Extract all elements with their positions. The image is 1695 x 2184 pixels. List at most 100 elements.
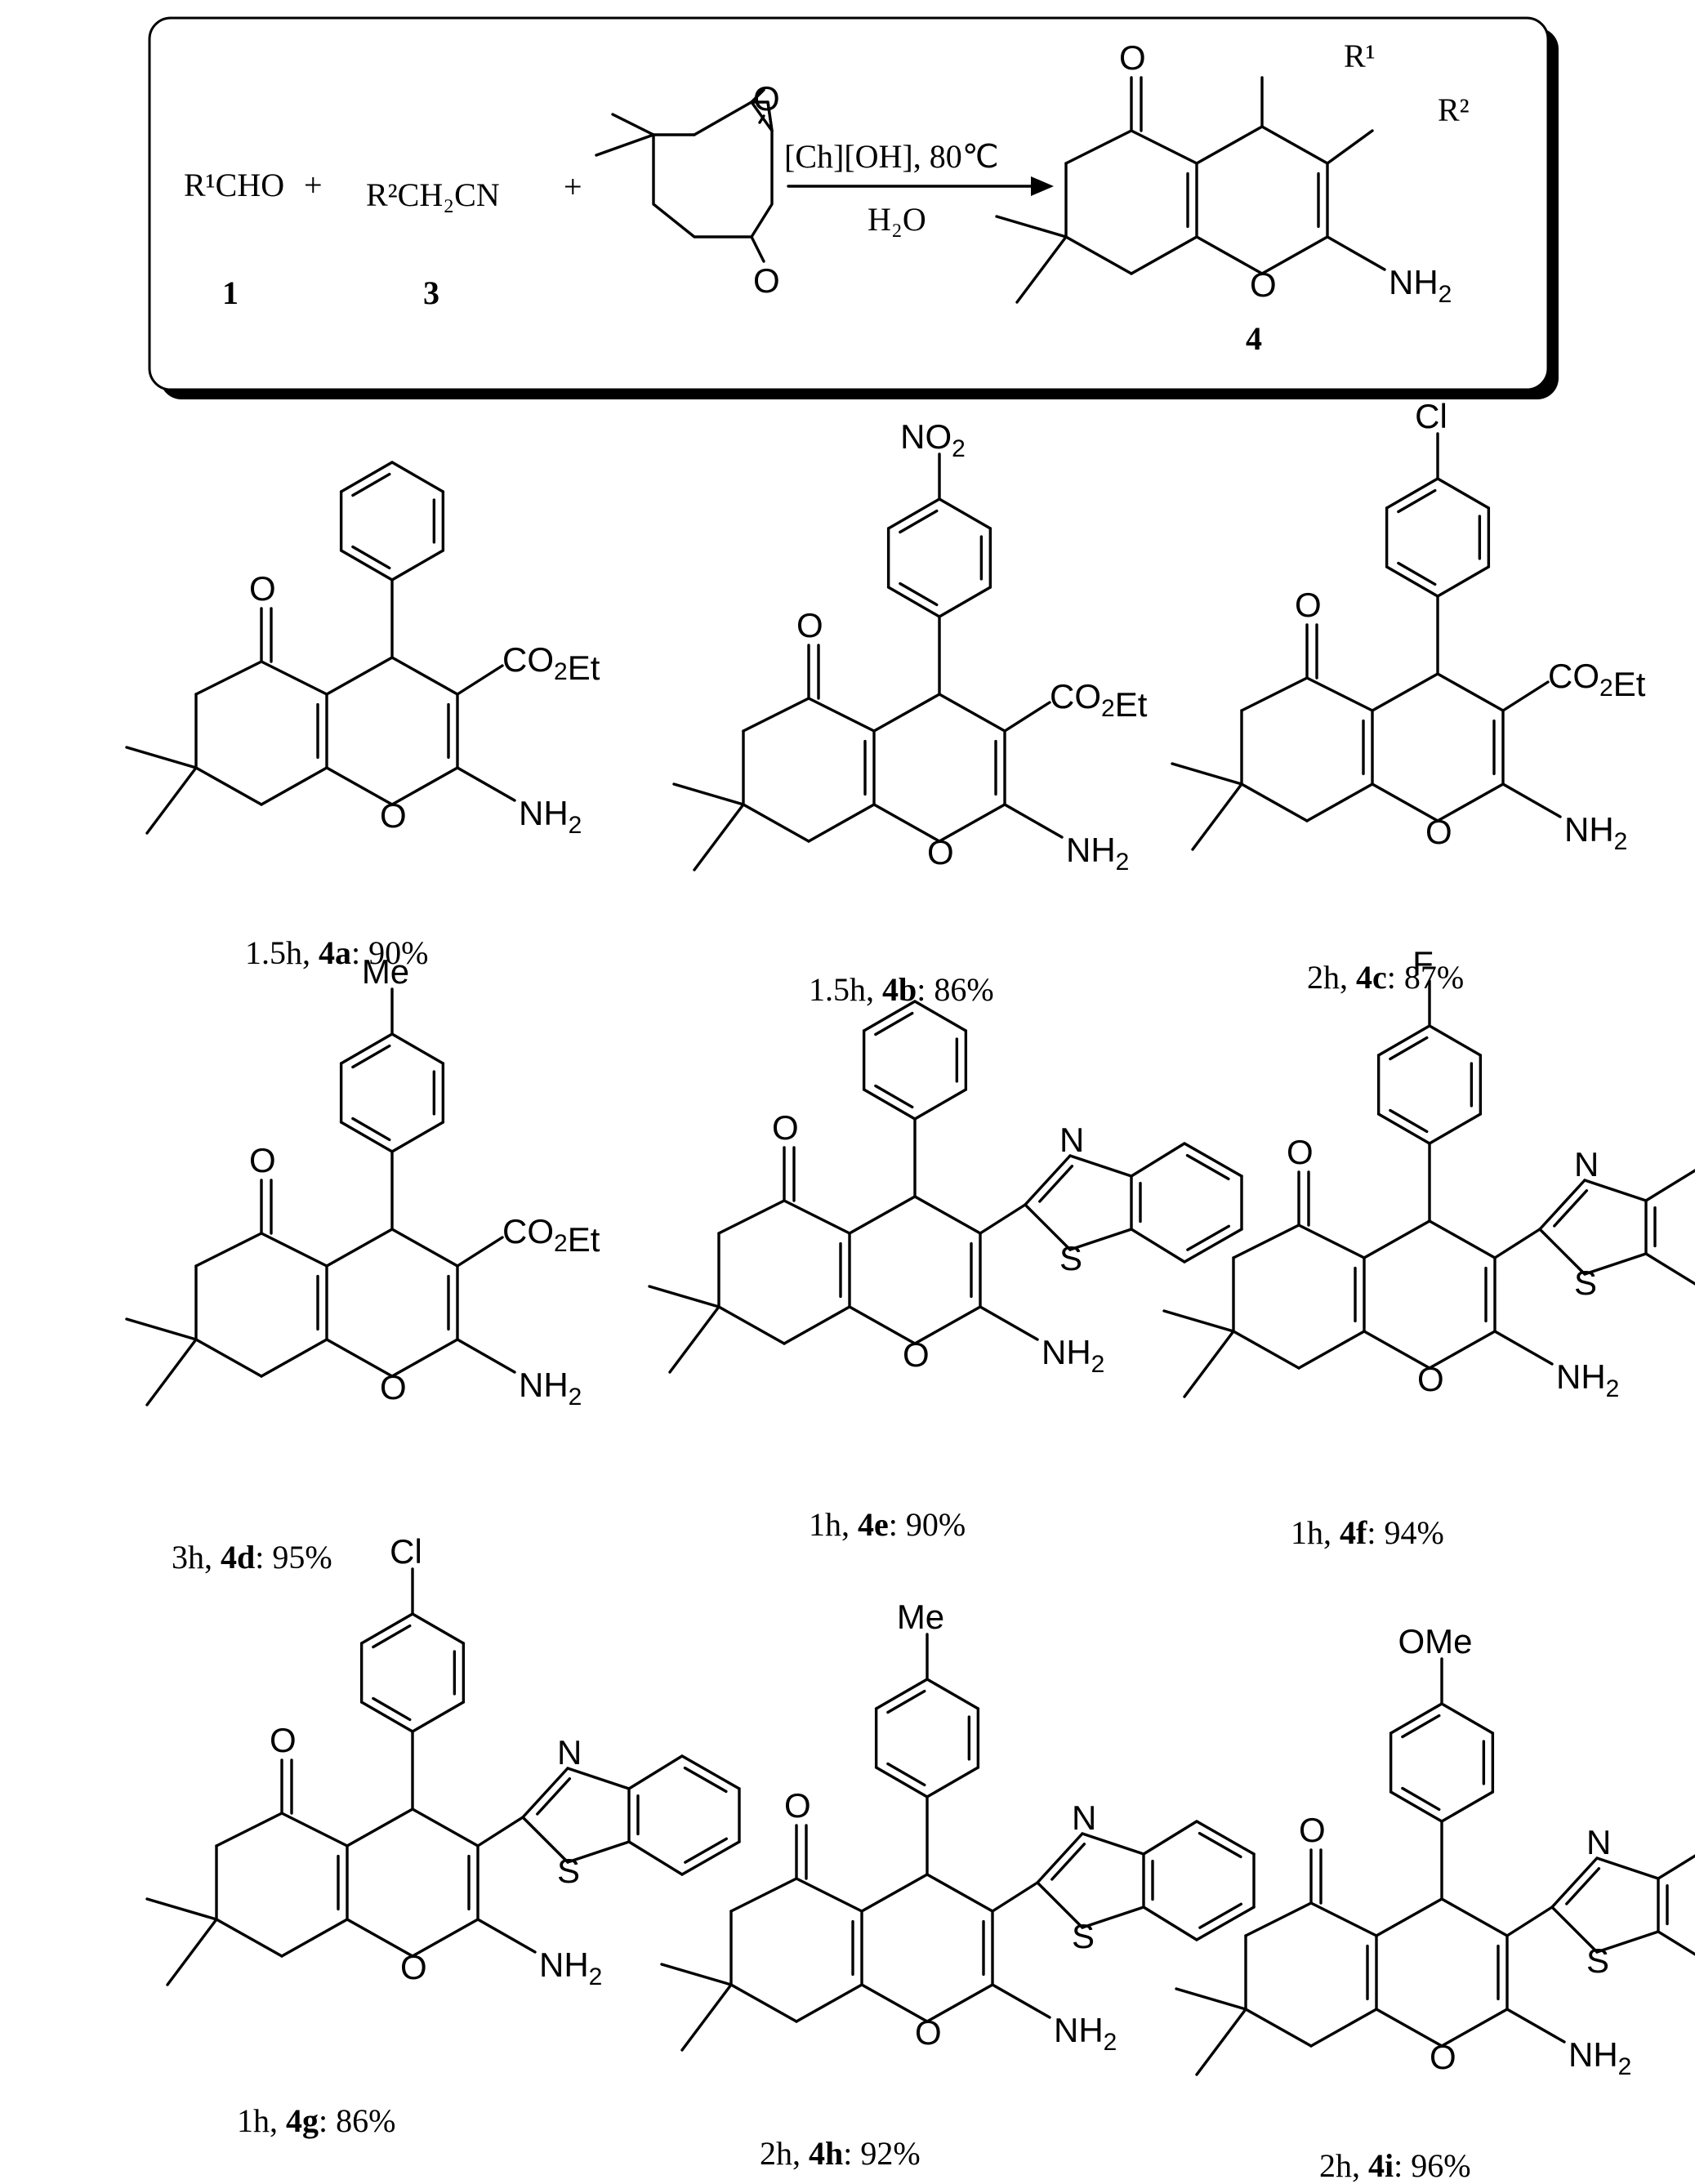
- oxygen-atom: O: [1295, 586, 1322, 624]
- benzothiazole-bond: [979, 1203, 1027, 1235]
- reaction-time: 3h,: [172, 1539, 221, 1576]
- bond: [1309, 2008, 1378, 2048]
- methyl-bond: [1015, 235, 1068, 304]
- aromatic-bond: [874, 1678, 929, 1710]
- thiazole-bond: [1068, 1154, 1133, 1178]
- yield: : 92%: [843, 2135, 920, 2172]
- condition-solvent: H₂O: [868, 201, 926, 238]
- bond: [1260, 125, 1329, 165]
- bond: [411, 1807, 480, 1847]
- condition-catalyst: [Ch][OH], 80℃: [784, 138, 999, 175]
- bond: [1305, 782, 1374, 822]
- product-caption: 1.5h, 4a: 90%: [245, 934, 428, 971]
- aromatic-bond-inner: [351, 1044, 391, 1069]
- oxygen-atom: O: [903, 1335, 930, 1374]
- aromatic-bond: [1436, 565, 1491, 598]
- aromatic-bond-inner: [351, 545, 391, 570]
- yield: : 96%: [1394, 2147, 1470, 2184]
- aromatic-bond-inner: [874, 1011, 914, 1036]
- thiazole-bond: [1583, 1179, 1648, 1202]
- reagent-nitrile: R²CH₂CN: [366, 176, 500, 213]
- aromatic-bond-inner: [684, 1837, 728, 1864]
- ester-group: CO2Et: [502, 640, 600, 687]
- compound-id: 4g: [286, 2102, 319, 2139]
- bond: [260, 660, 328, 696]
- thiazole-bond: [1550, 1905, 1599, 1954]
- yield: : 87%: [1387, 959, 1464, 996]
- thiazole-bond-inner: [1038, 1165, 1074, 1203]
- product-caption: 1h, 4f: 94%: [1291, 1514, 1444, 1551]
- bond: [1644, 1169, 1695, 1202]
- aromatic-bond: [1389, 1790, 1443, 1823]
- bond: [390, 1338, 459, 1378]
- aromatic-bond-inner: [886, 1762, 926, 1787]
- product-caption: 2h, 4i: 96%: [1319, 2147, 1471, 2184]
- yield: : 86%: [319, 2102, 395, 2139]
- aromatic-bond: [680, 1754, 741, 1790]
- amine-bond: [456, 1338, 516, 1374]
- oxygen-atom: O: [927, 833, 954, 871]
- sulfur-atom: S: [1586, 1941, 1609, 1980]
- bond: [260, 1232, 328, 1268]
- bond: [215, 1918, 283, 1958]
- bond: [1297, 1223, 1366, 1259]
- bond: [194, 1338, 263, 1378]
- thiazole-bond-inner: [1553, 1189, 1589, 1228]
- aromatic-bond-inner: [1397, 561, 1437, 586]
- bond: [807, 697, 876, 733]
- yield: : 90%: [351, 934, 428, 971]
- bond: [742, 803, 810, 843]
- para-substituent: NO2: [900, 417, 966, 462]
- bond: [215, 1812, 283, 1847]
- aromatic-bond: [1428, 1112, 1483, 1145]
- bond: [1436, 672, 1505, 712]
- aromatic-bond: [390, 1032, 445, 1065]
- yield: : 86%: [917, 971, 993, 1008]
- thiazole-bond-inner: [1565, 1867, 1601, 1905]
- plus-sign: +: [564, 168, 582, 205]
- compound-label-4: 4: [1246, 320, 1262, 357]
- product-caption: 3h, 4d: 95%: [172, 1539, 332, 1576]
- bond: [1309, 1901, 1378, 1937]
- bond: [1305, 676, 1374, 712]
- para-substituent: Cl: [1415, 397, 1447, 435]
- thiazole-bond: [1081, 1905, 1145, 1929]
- aromatic-bond: [1440, 1702, 1495, 1735]
- methyl-bond: [1183, 1330, 1235, 1398]
- methyl-bond: [693, 803, 745, 871]
- bond: [1436, 782, 1505, 822]
- compound-id: 4b: [882, 971, 917, 1008]
- ester-group: CO2Et: [1548, 657, 1646, 703]
- oxygen-atom: O: [796, 606, 823, 644]
- bond: [1240, 782, 1309, 822]
- product-caption: 2h, 4c: 87%: [1307, 959, 1464, 996]
- bond: [729, 1983, 798, 2023]
- aromatic-bond: [1183, 1142, 1243, 1178]
- amine-group: NH2: [1568, 2035, 1631, 2080]
- bond: [627, 1840, 684, 1876]
- yield: : 90%: [889, 1506, 966, 1543]
- aromatic-bond-inner: [899, 582, 939, 607]
- product-r1: R¹: [1344, 38, 1376, 74]
- methyl-bond: [1175, 1987, 1247, 2011]
- aromatic-bond-inner: [886, 1689, 926, 1714]
- methyl-bond: [145, 766, 198, 835]
- aromatic-bond: [1195, 1820, 1256, 1856]
- bond: [194, 766, 263, 806]
- thiazole-bond: [521, 1816, 569, 1864]
- methyl-bond: [668, 1305, 720, 1374]
- nitrogen-atom: N: [1072, 1798, 1096, 1837]
- amine-group: NH2: [1556, 1357, 1619, 1402]
- thiazole-bond: [521, 1767, 569, 1819]
- thiazole-bond: [1024, 1154, 1072, 1206]
- bond: [729, 1877, 798, 1913]
- oxygen-atom: O: [753, 79, 780, 118]
- aromatic-bond: [1183, 1228, 1243, 1264]
- bond: [1297, 1330, 1366, 1370]
- bond: [1142, 1820, 1198, 1856]
- aromatic-bond: [913, 1088, 968, 1121]
- bond: [1130, 1142, 1186, 1178]
- compound-id: 4c: [1356, 959, 1387, 996]
- aromatic-bond: [339, 461, 394, 493]
